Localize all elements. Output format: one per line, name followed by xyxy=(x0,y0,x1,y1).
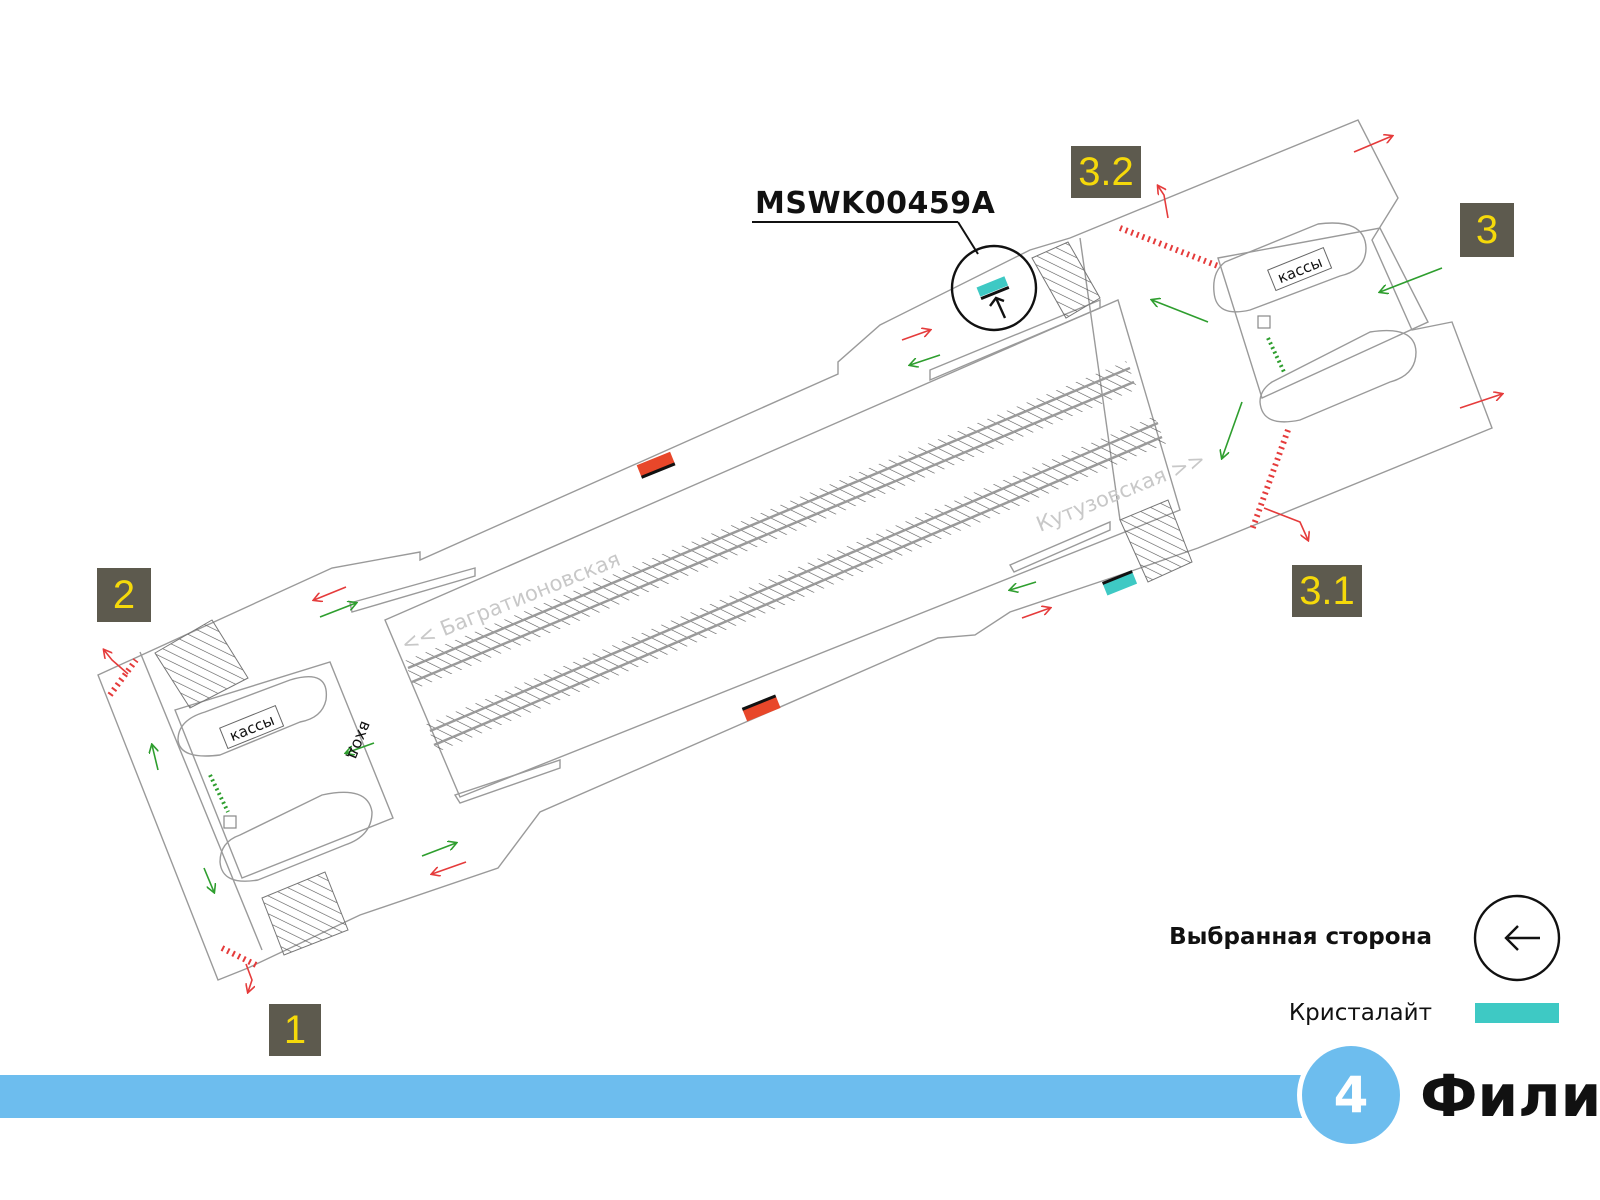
cristalight-panel-lower xyxy=(1101,570,1138,596)
station-name: Фили xyxy=(1420,1062,1600,1130)
exit-barriers xyxy=(107,225,1291,968)
turnstile-box-left xyxy=(223,815,237,829)
exit-badge-3: 3 xyxy=(1460,203,1514,257)
track-lower xyxy=(426,416,1166,752)
stairs-left-bottom xyxy=(261,871,349,956)
legend-cristalight-swatch xyxy=(1475,1003,1559,1023)
stairs-left-top xyxy=(154,619,249,709)
arrows-entry xyxy=(152,267,1443,892)
turnstile-box-right xyxy=(1257,315,1271,329)
turnstile-links xyxy=(208,337,1286,813)
line-number-badge: 4 xyxy=(1302,1046,1400,1144)
ad-panels xyxy=(636,451,1138,722)
metro-line-bar xyxy=(0,1075,1320,1118)
entrance-label: вход xyxy=(343,719,376,763)
legend-cristalight-label: Кристалайт xyxy=(1288,1000,1432,1026)
stairs-bottom-right xyxy=(1119,499,1193,583)
ad-panel-upper xyxy=(636,451,676,479)
station-outline xyxy=(97,119,1493,981)
callout-leader-diag xyxy=(957,221,979,255)
stairs xyxy=(154,241,1193,956)
arrows-exit xyxy=(104,136,1502,992)
track-upper xyxy=(404,361,1138,689)
display-code-label: MSWK00459A xyxy=(755,186,996,221)
exit-badge-1: 1 xyxy=(269,1004,321,1056)
railway-tracks xyxy=(404,361,1166,752)
selected-display-callout xyxy=(752,221,1038,332)
exit-badge-3-2: 3.2 xyxy=(1071,146,1141,198)
cristalight-panel-selected[interactable] xyxy=(976,276,1009,297)
legend-selected-side-icon xyxy=(1473,894,1561,982)
stairs-top-right xyxy=(1031,241,1101,319)
exit-badge-3-1: 3.1 xyxy=(1292,565,1362,617)
direction-arrow-icon xyxy=(989,296,1007,319)
legend-selected-side-label: Выбранная сторона xyxy=(1169,924,1432,950)
exit-badge-2: 2 xyxy=(97,568,151,622)
ticket-office-shapes xyxy=(177,222,1417,882)
ad-panel-lower xyxy=(741,694,781,722)
selected-side-circle[interactable] xyxy=(950,244,1038,332)
